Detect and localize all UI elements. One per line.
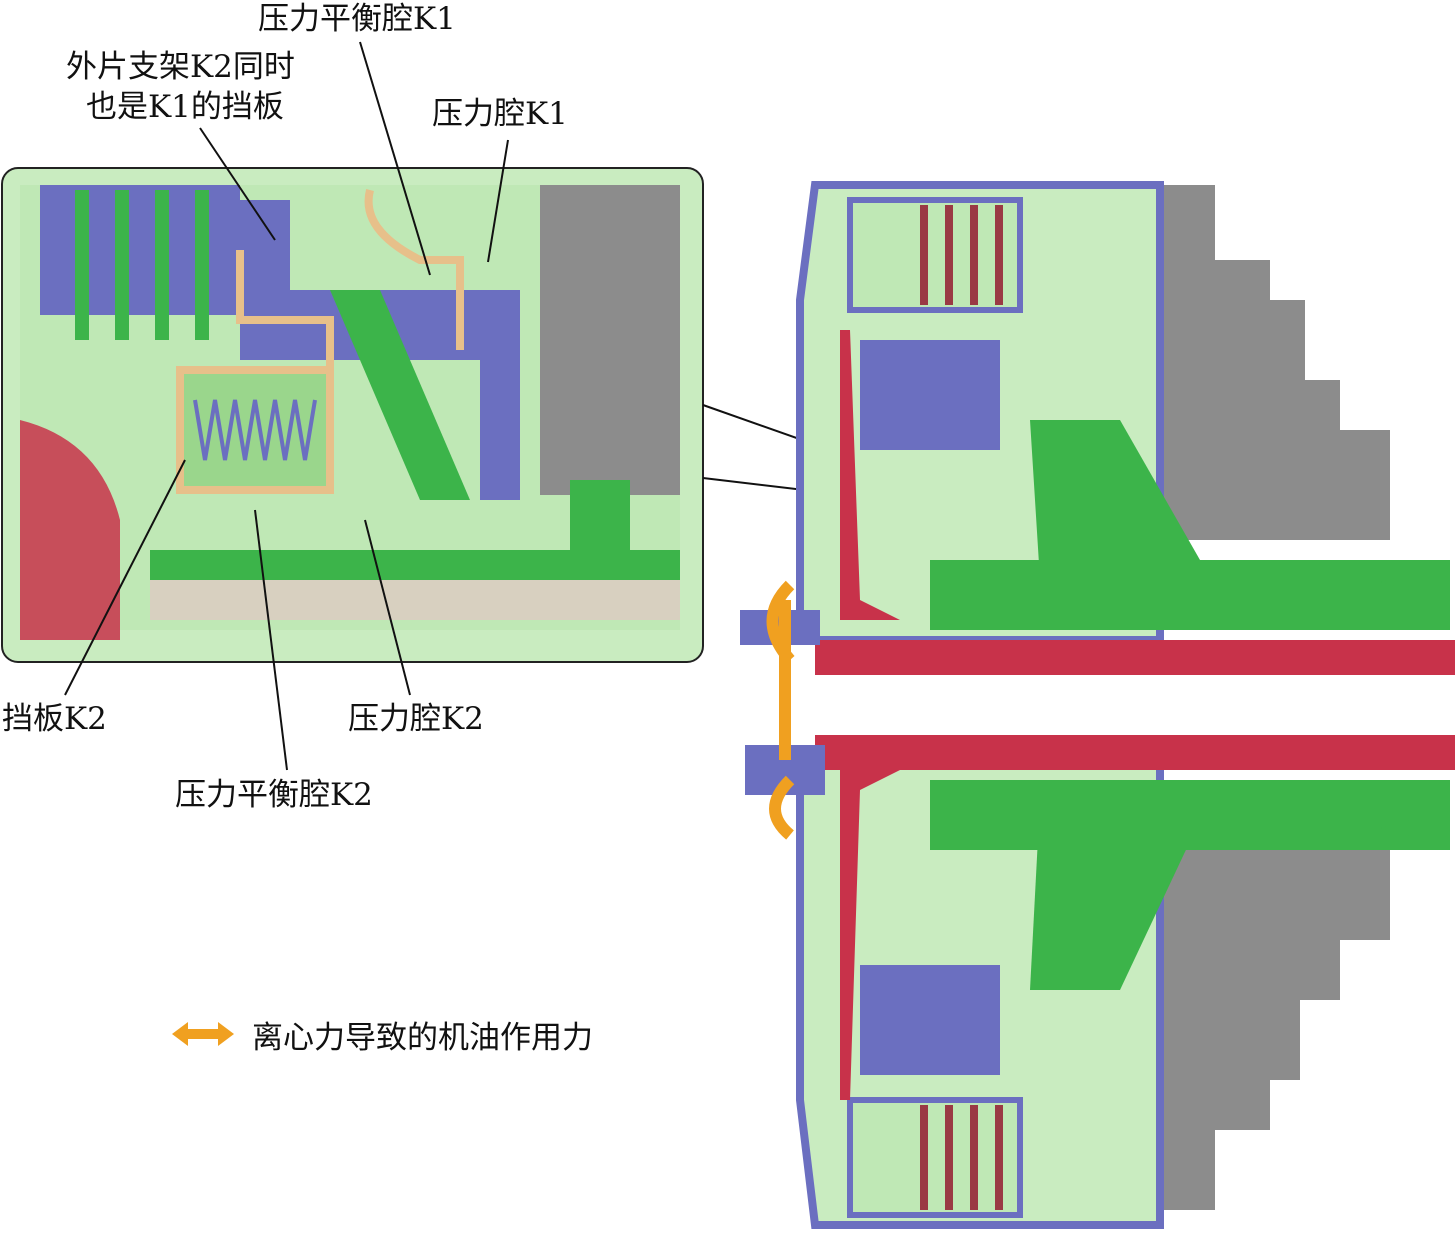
legend: 离心力导致的机油作用力 xyxy=(172,1012,593,1057)
label-pressure-chamber-k1: 压力腔K1 xyxy=(432,96,568,132)
label-outer-carrier-line1: 外片支架K2同时 xyxy=(66,49,295,85)
shaft-upper xyxy=(815,640,1455,675)
label-pressure-chamber-k2: 压力腔K2 xyxy=(348,701,484,737)
rotation-arrow-icon xyxy=(766,580,795,840)
inset-detail xyxy=(1,167,704,663)
leader-lines xyxy=(64,41,509,771)
label-baffle-k2: 挡板K2 xyxy=(2,701,107,737)
double-arrow-icon xyxy=(172,1022,234,1046)
housing-inset xyxy=(540,185,680,495)
clutch-plates-inset xyxy=(40,185,240,315)
return-spring-inset xyxy=(193,399,317,461)
label-balance-chamber-k2: 压力平衡腔K2 xyxy=(175,777,373,813)
label-balance-chamber-k1: 压力平衡腔K1 xyxy=(258,1,456,37)
main-section xyxy=(740,181,1455,1229)
legend-text: 离心力导致的机油作用力 xyxy=(252,1020,593,1056)
shaft-lower xyxy=(815,735,1455,770)
label-outer-carrier-line2: 也是K1的挡板 xyxy=(86,89,284,125)
